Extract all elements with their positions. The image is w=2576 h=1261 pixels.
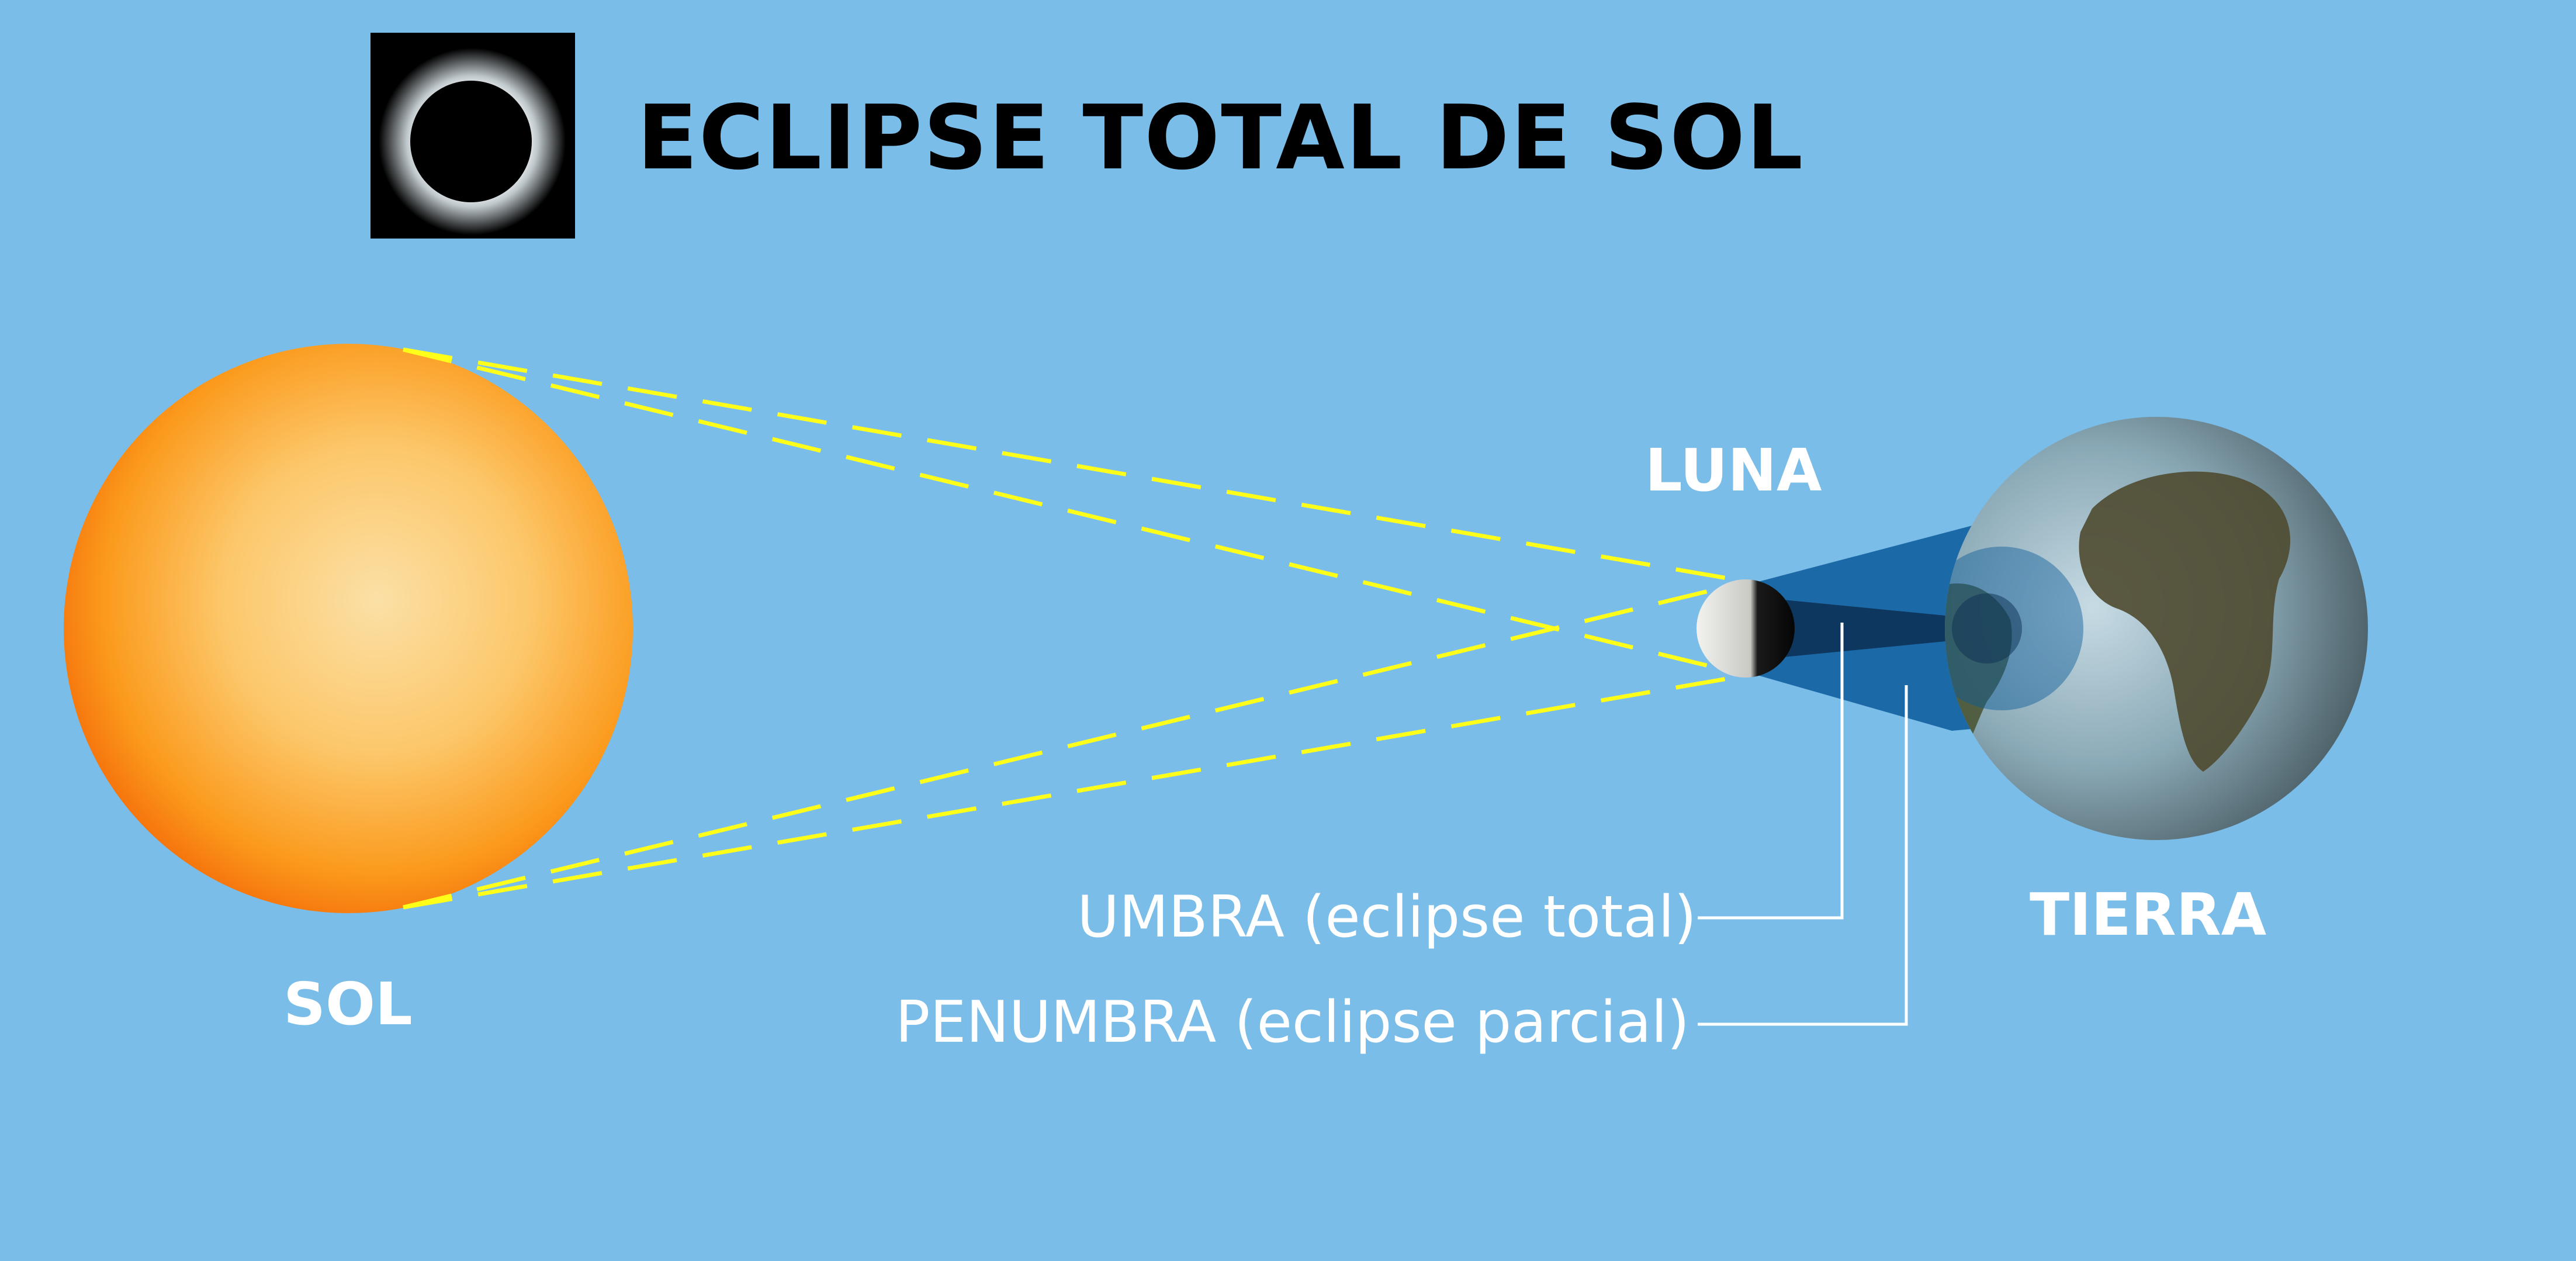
umbra-cone xyxy=(1747,596,1975,661)
earth xyxy=(1945,417,2368,840)
callout-lines xyxy=(1698,623,1908,1026)
moon xyxy=(1696,579,1795,678)
penumbra-leader xyxy=(1698,685,1908,1026)
ray-cross-top xyxy=(403,347,1748,678)
umbra-leader xyxy=(1698,623,1844,920)
moon-label: LUNA xyxy=(1645,436,1822,505)
eclipse-thumbnail xyxy=(371,33,575,239)
ray-cross-bottom xyxy=(403,579,1748,910)
sunlight-rays xyxy=(403,347,1748,910)
sun xyxy=(64,344,633,913)
penumbra-label: PENUMBRA (eclipse parcial) xyxy=(895,989,1689,1056)
africa-landmass xyxy=(2079,471,2291,772)
page-title: ECLIPSE TOTAL DE SOL xyxy=(637,86,1805,189)
earth-label: TIERRA xyxy=(2030,880,2267,949)
umbra-label: UMBRA (eclipse total) xyxy=(1077,884,1696,951)
sun-label: SOL xyxy=(283,970,413,1038)
